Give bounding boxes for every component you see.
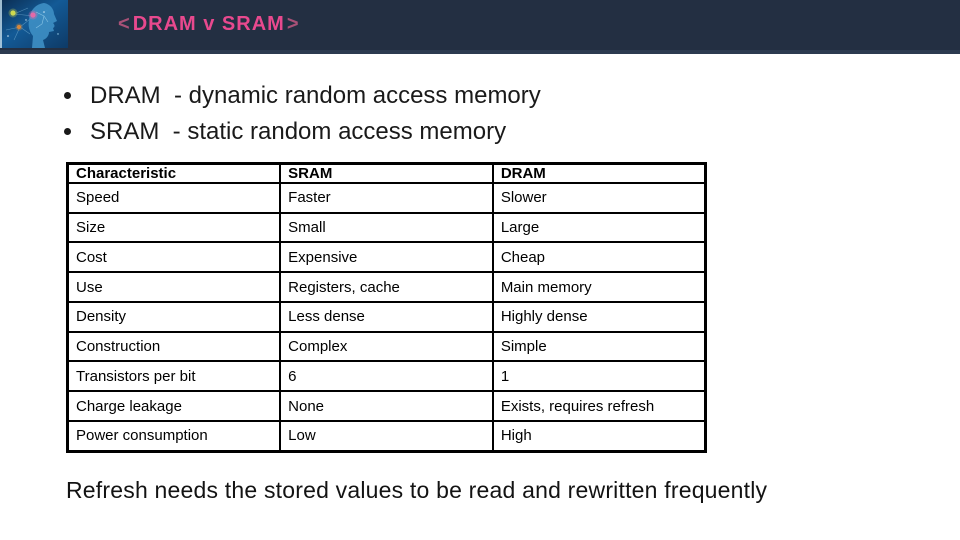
- table-cell: Size: [66, 211, 282, 244]
- table-row: Speed Faster Slower: [66, 182, 707, 214]
- table-header-cell: Characteristic: [66, 162, 282, 184]
- table-header-cell: DRAM: [491, 162, 707, 184]
- table-cell: Speed: [66, 182, 282, 214]
- table-cell: Small: [279, 211, 494, 244]
- table-cell: Large: [491, 211, 707, 244]
- brain-head-image: [0, 0, 68, 48]
- table-cell: Registers, cache: [279, 271, 494, 303]
- table-cell: Simple: [491, 330, 707, 363]
- table-row: Size Small Large: [66, 211, 707, 244]
- header-bar: < DRAM v SRAM >: [0, 0, 960, 54]
- title-text: DRAM v SRAM: [132, 12, 285, 35]
- table-cell: Highly dense: [491, 300, 707, 333]
- table-cell: High: [491, 419, 707, 453]
- table-cell: Main memory: [491, 271, 707, 303]
- title-bracket-right: >: [286, 12, 300, 35]
- title-bracket-left: <: [118, 12, 131, 35]
- table-row: Use Registers, cache Main memory: [66, 271, 707, 303]
- table-row: Charge leakage None Exists, requires ref…: [66, 390, 707, 422]
- table-row: Cost Expensive Cheap: [66, 241, 707, 274]
- table-row: Transistors per bit 6 1: [66, 360, 707, 393]
- table-row: Density Less dense Highly dense: [66, 300, 707, 333]
- table-cell: Low: [279, 419, 494, 453]
- table-cell: Power consumption: [66, 419, 282, 453]
- table-header-cell: SRAM: [279, 162, 494, 184]
- table-row: Power consumption Low High: [66, 419, 707, 453]
- table-cell: 6: [279, 360, 494, 393]
- bullet-icon: [64, 128, 71, 135]
- bullet-item: SRAM - static random access memory: [62, 114, 702, 150]
- slide-title: < DRAM v SRAM >: [118, 0, 300, 48]
- table-cell: Expensive: [279, 241, 494, 274]
- table-cell: None: [279, 390, 494, 422]
- table-cell: Density: [66, 300, 282, 333]
- bullet-text: DRAM - dynamic random access memory: [90, 82, 541, 109]
- table-cell: Construction: [66, 330, 282, 363]
- table-cell: Use: [66, 271, 282, 303]
- table-cell: Charge leakage: [66, 390, 282, 422]
- bullet-item: DRAM - dynamic random access memory: [62, 78, 702, 114]
- table-row: Construction Complex Simple: [66, 330, 707, 363]
- comparison-table: Characteristic SRAM DRAM Speed Faster Sl…: [66, 162, 707, 453]
- footer-note: Refresh needs the stored values to be re…: [66, 477, 768, 503]
- table-cell: Cheap: [491, 241, 707, 274]
- bullet-list: DRAM - dynamic random access memory SRAM…: [62, 78, 702, 150]
- table-cell: Slower: [491, 182, 707, 214]
- table-cell: 1: [491, 360, 707, 393]
- table-header-row: Characteristic SRAM DRAM: [66, 162, 707, 184]
- table-cell: Less dense: [279, 300, 494, 333]
- bullet-icon: [64, 92, 71, 99]
- table-cell: Faster: [279, 182, 494, 214]
- table-cell: Transistors per bit: [66, 360, 282, 393]
- table-cell: Complex: [279, 330, 494, 363]
- bullet-text: SRAM - static random access memory: [90, 118, 507, 145]
- table-cell: Cost: [66, 241, 282, 274]
- table-cell: Exists, requires refresh: [491, 390, 707, 422]
